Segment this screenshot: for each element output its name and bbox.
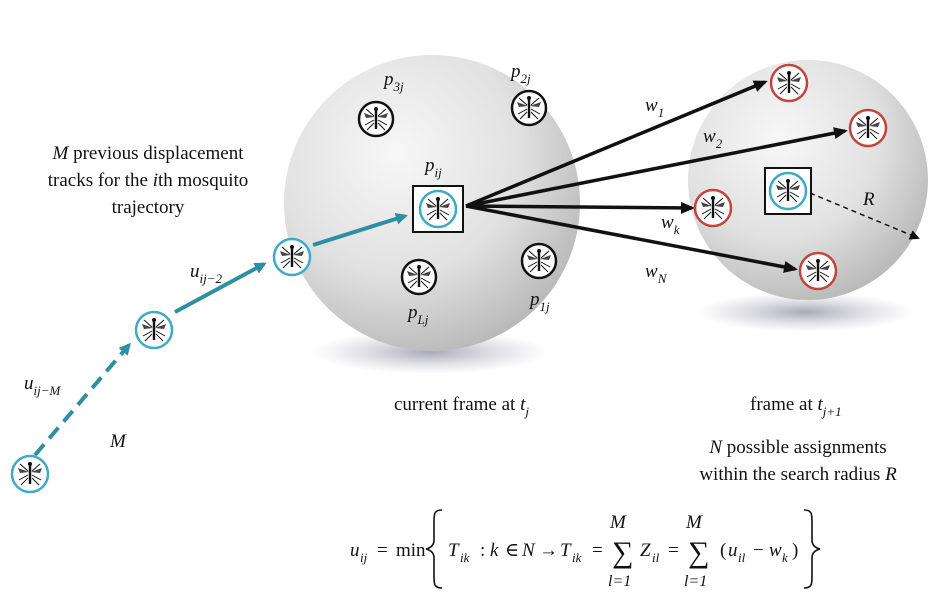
label-u-ij-M: uij−M (24, 373, 61, 398)
formula-T: T (448, 540, 460, 561)
mosquito-icon (400, 258, 438, 296)
track-arrow-3 (312, 212, 408, 247)
label-M: M (110, 431, 126, 452)
formula-w: w (769, 540, 782, 561)
track-arrow-2 (174, 262, 267, 314)
formula-brace-right (803, 509, 821, 589)
label-p-3j: p3j (384, 69, 404, 94)
formula-in: ∈ (505, 540, 519, 561)
formula-min: min (396, 540, 426, 561)
assignments-description: N possible assignments within the search… (699, 437, 897, 485)
formula-sum2-top: M (685, 512, 703, 533)
formula-sum1: ∑ (612, 536, 633, 569)
formula-Z: Z (640, 540, 651, 561)
label-p-2j: p2j (511, 61, 531, 86)
formula-lhs-sub: ij (360, 550, 368, 565)
tracks-description-line1: previous displacement (73, 143, 244, 164)
label-p-1j: p1j (530, 289, 550, 314)
tracks-description-line2b: th mosquito (158, 170, 249, 191)
mosquito-icon (10, 454, 50, 494)
caption-current-frame: current frame at tj (394, 394, 529, 419)
sphere-shadow-next (695, 292, 915, 332)
sphere-shadow-current (310, 330, 550, 374)
mosquito-icon (693, 188, 733, 228)
tracks-description-line3: trajectory (111, 197, 185, 218)
label-w-k: wk (661, 212, 680, 237)
formula-arrow: → (539, 540, 558, 561)
mosquito-icon (510, 89, 548, 127)
mosquito-icon (798, 251, 838, 291)
assignment-arrow-w1 (465, 80, 768, 208)
formula-Z-sub: il (652, 550, 660, 565)
assignment-arrow-wk (465, 201, 695, 214)
formula-T2-sub: ik (572, 550, 582, 565)
formula-T2: T (560, 540, 572, 561)
formula-brace-left (425, 509, 443, 589)
formula-u: u (728, 540, 738, 561)
mosquito-icon (848, 108, 888, 148)
formula-paren-close: ) (792, 540, 798, 561)
formula-u-sub: il (738, 550, 746, 565)
label-R: R (863, 189, 875, 210)
assignment-formula: u ij = min T ik : k ∈ N → T ik = M ∑ l=1… (350, 509, 821, 590)
formula-colon: : (480, 540, 485, 561)
formula-T-sub: ik (460, 550, 470, 565)
mosquito-icon (520, 242, 558, 280)
search-radius-arrow (809, 192, 920, 240)
formula-N: N (521, 540, 536, 561)
mosquito-icon (272, 237, 312, 277)
tracks-description-line2a: tracks for the (47, 170, 153, 191)
label-w-N: wN (645, 261, 667, 286)
mosquito-icon (769, 63, 809, 103)
formula-paren-open: ( (720, 540, 726, 561)
formula-w-sub: k (782, 550, 788, 565)
track-dashed-arrow (33, 342, 131, 457)
label-p-ij: pij (425, 155, 442, 180)
mosquito-icon (768, 171, 808, 211)
formula-eq3: = (668, 540, 679, 561)
tracks-description: M previous displacement tracks for the i… (14, 140, 282, 221)
formula-minus: − (753, 540, 764, 561)
formula-sum2: ∑ (688, 536, 709, 569)
tracks-description-M: M (52, 143, 69, 164)
label-p-Lj: pLj (408, 302, 429, 327)
label-u-ij-2: uij−2 (190, 261, 222, 286)
formula-sum1-bottom: l=1 (608, 573, 631, 590)
mosquito-icon (357, 100, 395, 138)
formula-k: k (490, 540, 499, 561)
assignment-arrow-wN (465, 204, 798, 273)
tracks-description-i: i (152, 170, 158, 191)
formula-eq2: = (592, 540, 603, 561)
label-w-2: w2 (703, 126, 723, 151)
formula-sum2-bottom: l=1 (684, 573, 707, 590)
label-w-1: w1 (645, 95, 665, 120)
formula-eq: = (377, 540, 388, 561)
caption-next-frame: frame at tj+1 (750, 394, 842, 419)
formula-lhs: u (350, 540, 360, 561)
assignment-arrow-w2 (465, 127, 848, 208)
mosquito-icon (134, 310, 174, 350)
mosquito-icon (418, 189, 458, 229)
formula-sum1-top: M (609, 512, 627, 533)
